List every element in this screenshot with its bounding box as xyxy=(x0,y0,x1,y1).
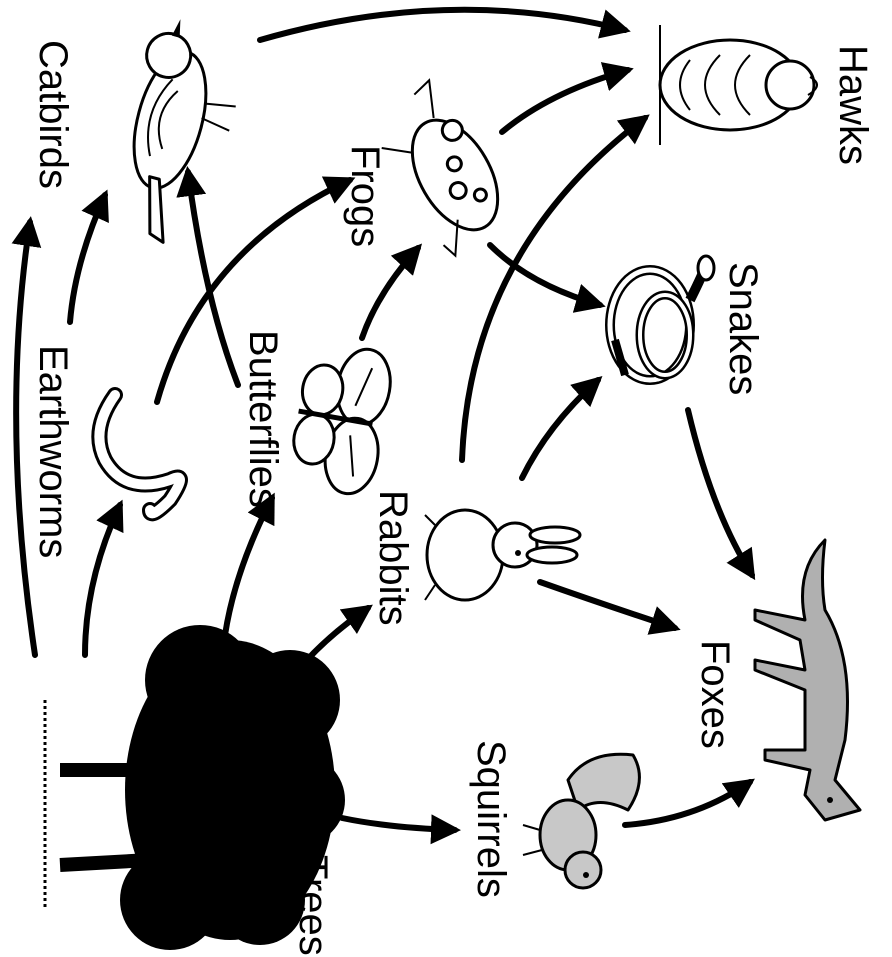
arrow-butterflies-to-catbirds xyxy=(188,172,238,385)
arrow-trees-to-butterflies xyxy=(225,498,272,635)
label-squirrels: Squirrels xyxy=(469,740,513,898)
label-foxes: Foxes xyxy=(693,640,737,749)
arrow-catbirds-to-hawks xyxy=(260,10,625,40)
label-snakes: Snakes xyxy=(721,262,765,395)
arrow-snakes-to-foxes xyxy=(688,410,752,575)
arrow-rabbits-to-snakes xyxy=(522,380,598,478)
squirrel-picture xyxy=(523,754,639,888)
arrow-earthworms-to-catbirds xyxy=(70,195,105,322)
catbird-picture xyxy=(100,13,254,251)
label-frogs: Frogs xyxy=(343,145,387,247)
arrow-rabbits-to-foxes xyxy=(540,582,675,628)
arrow-frogs-to-hawks xyxy=(502,70,628,132)
hawk-picture xyxy=(660,25,817,145)
label-rabbits: Rabbits xyxy=(371,490,415,626)
label-catbirds: Catbirds xyxy=(31,40,75,189)
snake-picture xyxy=(610,256,714,380)
earthworm-picture xyxy=(99,395,180,513)
arrow-trees-to-earthworms xyxy=(85,505,120,655)
fox-picture xyxy=(755,540,860,820)
label-butterflies: Butterflies xyxy=(241,330,285,508)
label-earthworms: Earthworms xyxy=(31,345,75,558)
label-trees: Trees xyxy=(291,855,335,956)
arrow-butterflies-to-frogs xyxy=(362,248,418,338)
arrow-squirrels-to-foxes xyxy=(625,782,750,825)
label-hawks: Hawks xyxy=(831,45,875,165)
butterfly-picture xyxy=(286,339,396,498)
arrow-trees-to-squirrels xyxy=(342,818,455,830)
edge-layer xyxy=(16,10,752,830)
